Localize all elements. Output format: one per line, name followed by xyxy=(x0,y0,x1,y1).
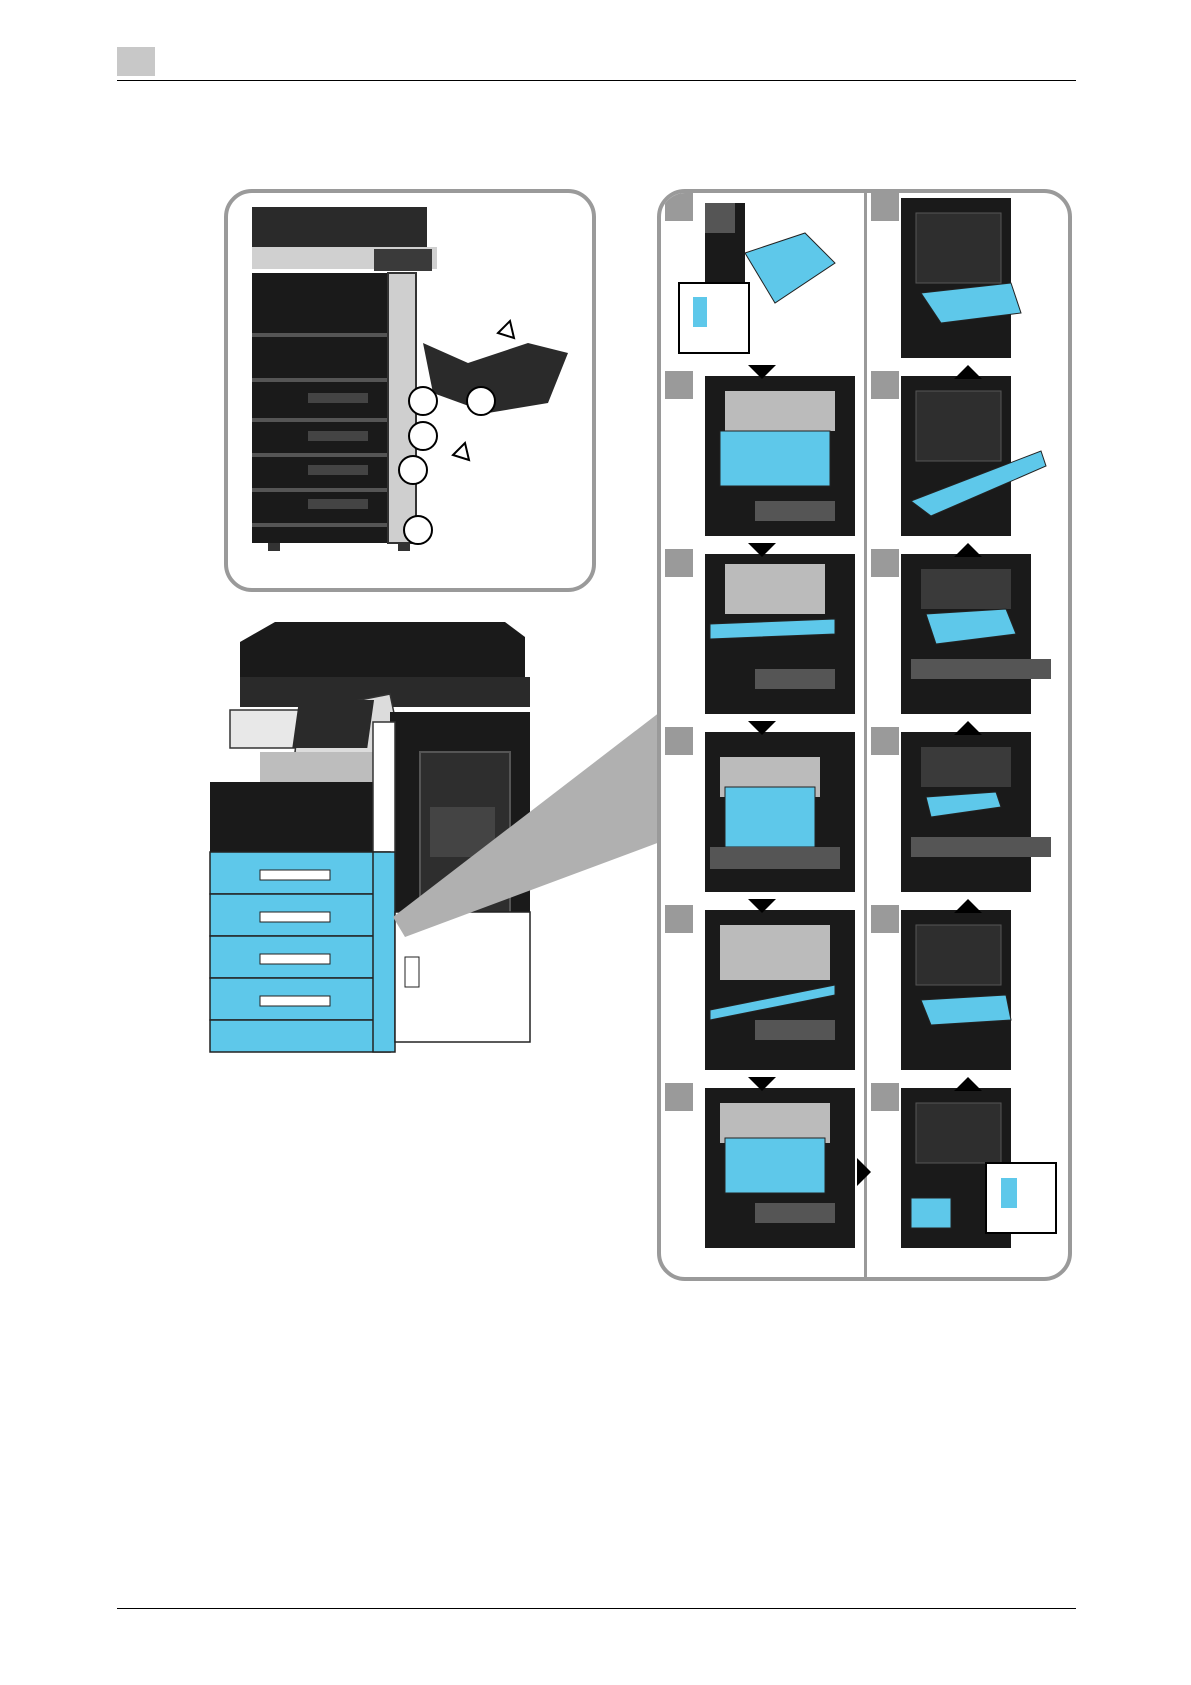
arrow-icon xyxy=(748,721,776,735)
arrow-icon xyxy=(748,899,776,913)
step-right-4 xyxy=(871,727,1066,897)
arrow-icon xyxy=(748,543,776,557)
steps-panel xyxy=(657,189,1072,1281)
step-number-badge xyxy=(665,905,693,933)
arrow-icon xyxy=(954,365,982,379)
chapter-badge xyxy=(117,47,155,76)
arrow-icon xyxy=(954,543,982,557)
steps-divider xyxy=(864,193,867,1277)
arrow-icon xyxy=(748,365,776,379)
arrow-icon xyxy=(954,899,982,913)
step-right-3 xyxy=(871,549,1066,719)
step-right-1 xyxy=(871,193,1066,363)
step-number-badge xyxy=(665,1083,693,1111)
step-number-badge xyxy=(871,371,899,399)
step-right-6 xyxy=(871,1083,1066,1253)
callout-circle-1 xyxy=(408,386,438,416)
step-left-1 xyxy=(665,193,860,363)
arrow-icon xyxy=(857,1158,871,1186)
footer-rule xyxy=(117,1608,1076,1609)
step-number-badge xyxy=(665,193,693,221)
step-left-3 xyxy=(665,549,860,719)
step-number-badge xyxy=(871,1083,899,1111)
step-number-badge xyxy=(665,371,693,399)
callout-circle-5 xyxy=(403,515,433,545)
step-left-5 xyxy=(665,905,860,1075)
step-right-5 xyxy=(871,905,1066,1075)
arrow-icon xyxy=(748,1077,776,1091)
step-right-2 xyxy=(871,371,1066,541)
callout-circle-4 xyxy=(398,455,428,485)
step-left-6 xyxy=(665,1083,860,1253)
header-rule xyxy=(117,80,1076,81)
step-number-badge xyxy=(871,193,899,221)
step-number-badge xyxy=(871,727,899,755)
arrow-icon xyxy=(954,1077,982,1091)
step-number-badge xyxy=(665,727,693,755)
arrow-icon xyxy=(954,721,982,735)
step-left-4 xyxy=(665,727,860,897)
step-left-2 xyxy=(665,371,860,541)
step-number-badge xyxy=(871,905,899,933)
callout-circle-3 xyxy=(408,421,438,451)
callout-circle-2 xyxy=(466,386,496,416)
step-number-badge xyxy=(871,549,899,577)
step-number-badge xyxy=(665,549,693,577)
inset-detail-panel xyxy=(224,189,596,592)
